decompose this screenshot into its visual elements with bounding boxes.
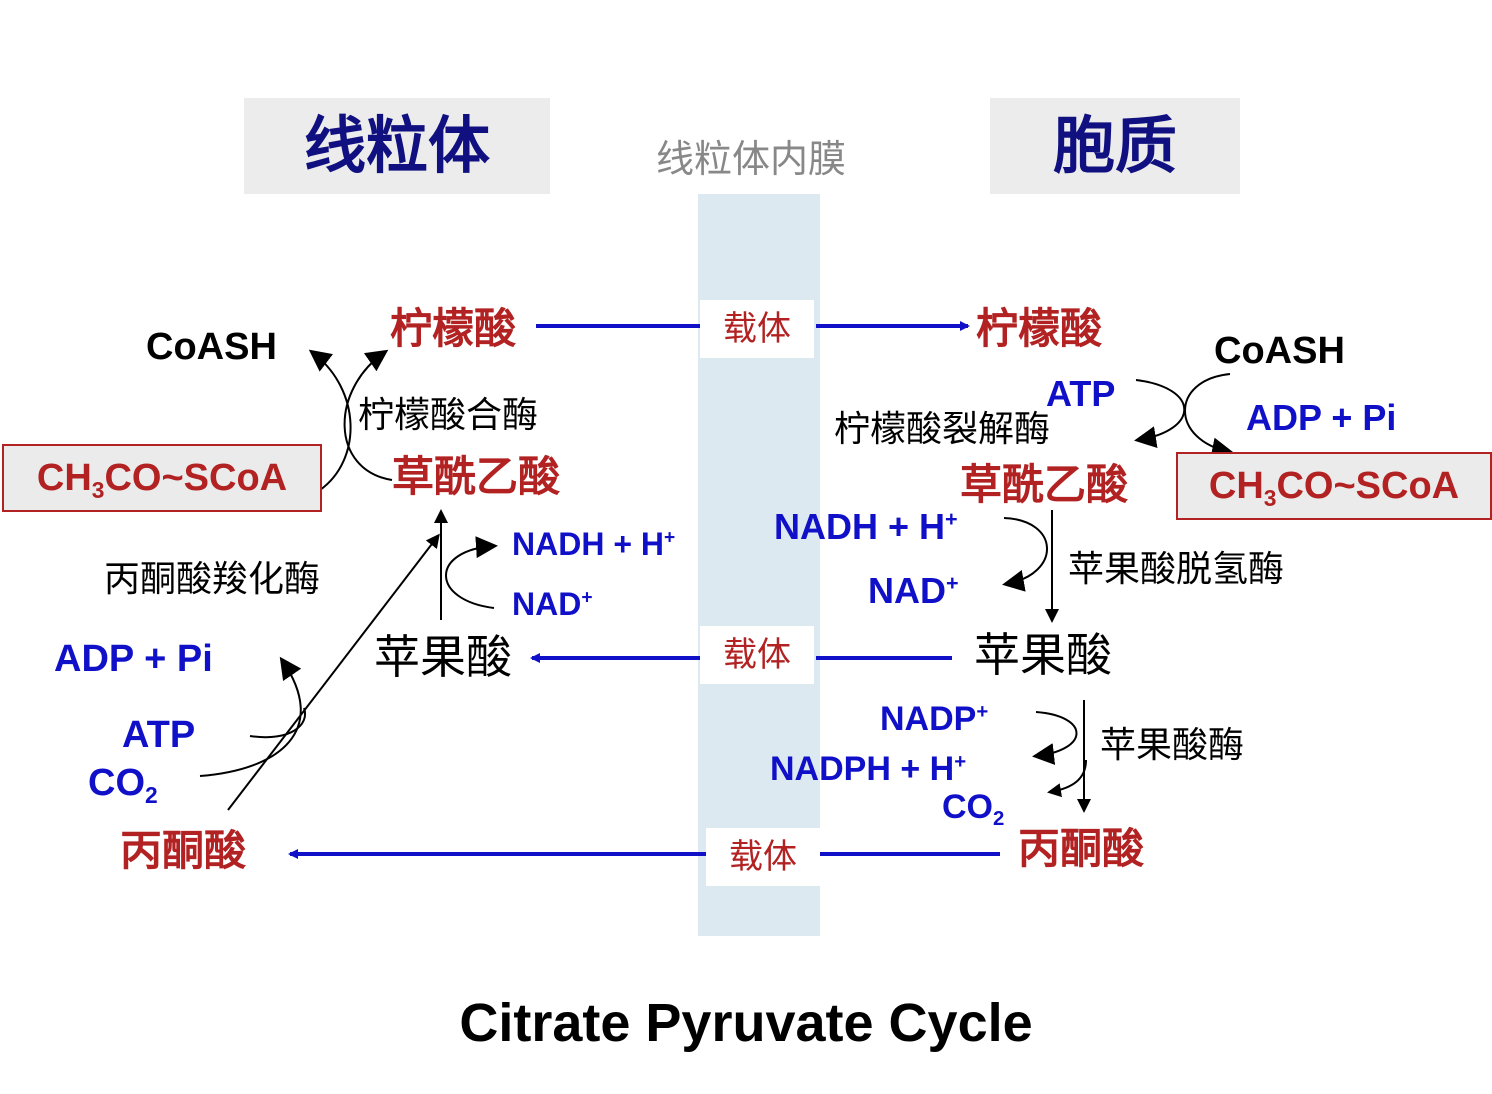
mito-acetyl-coa-rest: CO~SCoA xyxy=(104,457,288,499)
cyto-nadh-sup: + xyxy=(945,506,958,531)
mito-nad: NAD+ xyxy=(512,588,593,620)
cyto-coash: CoASH xyxy=(1214,330,1345,372)
mito-pyruvate: 丙酮酸 xyxy=(120,826,247,875)
carrier-malate: 载体 xyxy=(700,626,814,684)
mito-nad-sup: + xyxy=(581,587,593,609)
mito-atp: ATP xyxy=(122,714,196,756)
cyto-nadh: NADH + H+ xyxy=(774,508,958,545)
mito-acetyl-coa-sub: 3 xyxy=(91,476,105,503)
mito-nadh: NADH + H+ xyxy=(512,528,675,560)
mito-co2: CO2 xyxy=(88,764,158,807)
cyto-nadp: NADP+ xyxy=(880,702,988,736)
mito-malate: 苹果酸 xyxy=(374,630,512,684)
cyto-acetyl-coa-sub: 3 xyxy=(1263,484,1277,511)
mito-nad-text: NAD xyxy=(512,586,582,622)
mito-coash: CoASH xyxy=(146,326,277,368)
cyto-pyruvate: 丙酮酸 xyxy=(1018,824,1145,873)
membrane-label: 线粒体内膜 xyxy=(656,137,847,181)
mito-nadh-text: NADH + H xyxy=(512,526,665,562)
mito-nadh-sup: + xyxy=(664,527,676,549)
mito-co2-sub: 2 xyxy=(145,781,158,808)
mito-adp-pi: ADP + Pi xyxy=(54,638,213,680)
carrier-citrate: 载体 xyxy=(700,300,814,358)
mito-citrate: 柠檬酸 xyxy=(390,304,517,353)
cyto-nad-sup: + xyxy=(946,570,959,595)
cyto-malate-dehydrogenase: 苹果酸脱氢酶 xyxy=(1068,549,1285,590)
cyto-co2: CO2 xyxy=(942,790,1004,830)
cyto-acetyl-coa-box: CH3CO~SCoA xyxy=(1176,452,1492,520)
mitochondria-header-box: 线粒体 xyxy=(244,98,550,194)
mito-acetyl-coa-ch: CH xyxy=(36,457,92,499)
mitochondria-header: 线粒体 xyxy=(303,109,490,182)
mito-citrate-synthase: 柠檬酸合酶 xyxy=(358,395,539,436)
cyto-co2-sub: 2 xyxy=(993,808,1005,831)
cytoplasm-header-box: 胞质 xyxy=(990,98,1240,194)
cyto-nadph-sup: + xyxy=(954,751,967,773)
mito-pyruvate-carboxylase: 丙酮酸羧化酶 xyxy=(104,559,321,600)
cyto-oxaloacetate: 草酰乙酸 xyxy=(960,460,1129,509)
cyto-malic-enzyme: 苹果酸酶 xyxy=(1100,725,1245,766)
cyto-acetyl-coa-ch: CH xyxy=(1208,465,1264,507)
cyto-citrate-lyase: 柠檬酸裂解酶 xyxy=(834,409,1051,450)
cyto-nad-text: NAD xyxy=(868,569,946,611)
carrier-pyruvate: 载体 xyxy=(706,828,820,886)
cyto-co2-text: CO xyxy=(942,788,993,826)
cyto-acetyl-coa-rest: CO~SCoA xyxy=(1276,465,1460,507)
mito-acetyl-coa-box: CH3CO~SCoA xyxy=(2,444,322,512)
mito-co2-text: CO xyxy=(88,762,145,804)
cyto-citrate: 柠檬酸 xyxy=(976,304,1103,353)
cyto-atp: ATP xyxy=(1046,373,1116,414)
mito-oxaloacetate: 草酰乙酸 xyxy=(392,452,561,501)
cyto-nadph-text: NADPH + H xyxy=(770,750,955,789)
diagram-title: Citrate Pyruvate Cycle xyxy=(459,993,1033,1053)
cyto-malate: 苹果酸 xyxy=(974,628,1112,682)
cyto-adp-pi: ADP + Pi xyxy=(1246,397,1397,438)
cyto-nadp-text: NADP xyxy=(880,700,977,739)
cyto-nad: NAD+ xyxy=(868,572,959,609)
cyto-nadph: NADPH + H+ xyxy=(770,752,966,786)
cytoplasm-header: 胞质 xyxy=(1052,109,1177,182)
cyto-nadh-text: NADH + H xyxy=(774,505,946,547)
cyto-nadp-sup: + xyxy=(976,701,989,723)
